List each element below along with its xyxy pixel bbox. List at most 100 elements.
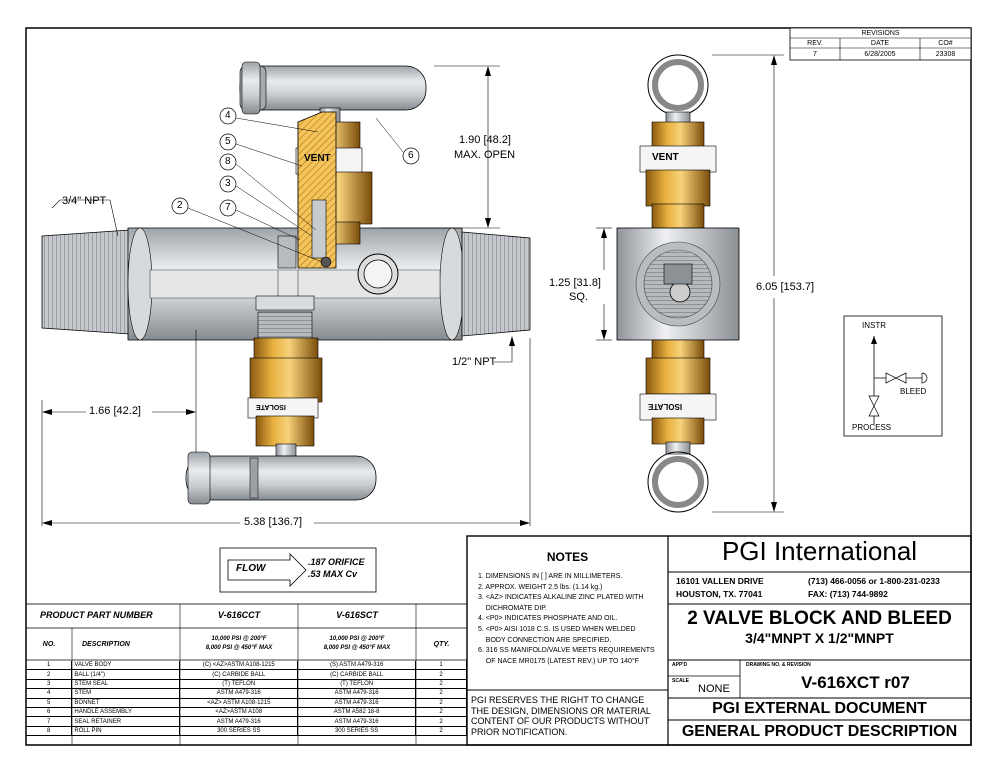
- doc-type: PGI EXTERNAL DOCUMENT: [712, 700, 927, 717]
- part-balloons: [171, 107, 420, 263]
- note-line: OF NACE MR0175 (LATEST REV.) UP TO 140°F: [478, 657, 640, 665]
- scale-value: NONE: [698, 683, 730, 695]
- rev-value-co: 23308: [935, 51, 956, 58]
- parts-cell-c1: 300 SERIES SS: [179, 726, 299, 736]
- dim-height-value: 6.05 [153.7]: [756, 281, 815, 293]
- npt-left-label: 3/4" NPT: [62, 195, 107, 207]
- flow-cv: .53 MAX Cv: [308, 569, 358, 579]
- dim-offset-value: 1.66 [42.2]: [89, 405, 141, 417]
- rating-2-line2: 8,000 PSI @ 450°F MAX: [323, 645, 391, 651]
- parts-cell-no: 1: [26, 661, 73, 670]
- parts-cell-c1: <AZ>ASTM A108: [179, 707, 299, 717]
- dim-open-value: 1.90 [48.2]: [459, 134, 511, 146]
- schematic-process: PROCESS: [852, 423, 892, 432]
- front-vent-label: VENT: [304, 153, 331, 164]
- rev-header-date: DATE: [870, 40, 890, 47]
- scale-label: SCALE: [672, 678, 689, 684]
- parts-cell-no: 7: [26, 716, 73, 727]
- parts-cell-desc: STEM: [71, 688, 181, 699]
- revisions-title: REVISIONS: [861, 30, 900, 37]
- parts-cell-no: 3: [26, 679, 73, 689]
- col-no-header: NO.: [42, 641, 56, 648]
- side-view: [596, 54, 784, 513]
- product-connections: 3/4"MNPT X 1/2"MNPT: [745, 630, 894, 646]
- note-line: DICHROMATE DIP.: [478, 604, 547, 612]
- parts-cell-c1: <AZ> ASTM A108-1215: [179, 698, 299, 708]
- front-view: [41, 61, 531, 526]
- rev-value-date: 6/28/2005: [864, 51, 896, 58]
- note-line: 5. <P0> AISI 1018 C.S. IS USED WHEN WELD…: [478, 625, 636, 633]
- rating-1-line1: 10,000 PSI @ 200°F: [211, 636, 267, 642]
- parts-cell-no: 8: [26, 726, 73, 736]
- parts-cell-qty: 2: [415, 726, 467, 736]
- title-block-frame: [466, 535, 972, 746]
- flow-label: FLOW: [236, 563, 266, 574]
- schematic-bleed: BLEED: [900, 387, 927, 396]
- parts-cell-c2: ASTM A479-316: [297, 688, 417, 699]
- parts-cell-qty: 2: [415, 698, 467, 708]
- parts-cell-qty: 2: [415, 679, 467, 689]
- side-isolate-label: ISOLATE: [648, 402, 683, 411]
- disclaimer-line: THE DESIGN, DIMENSIONS OR MATERIAL: [471, 705, 651, 716]
- parts-cell-desc: STEM SEAL: [71, 679, 181, 689]
- note-line: BODY CONNECTION ARE SPECIFIED.: [478, 636, 612, 644]
- product-title: 2 VALVE BLOCK AND BLEED: [687, 608, 952, 629]
- npt-right-label: 1/2" NPT: [452, 356, 497, 368]
- parts-cell-c1: (T) TEFLON: [179, 679, 299, 689]
- parts-cell-no: 2: [26, 669, 73, 680]
- parts-cell-qty: 2: [415, 669, 467, 680]
- parts-cell-c2: ASTM A479-316: [297, 716, 417, 727]
- parts-cell-c2: ASTM A582 18-8: [297, 707, 417, 717]
- balloon-7: 7: [225, 202, 231, 213]
- balloon-5: 5: [225, 136, 231, 147]
- note-line: 2. APPROX. WEIGHT 2.5 lbs. (1.14 kg.): [478, 583, 603, 591]
- parts-header-label: PRODUCT PART NUMBER: [40, 610, 153, 620]
- dim-square-note: SQ.: [569, 291, 588, 303]
- balloon-2: 2: [177, 200, 183, 211]
- parts-cell-desc: SEAL RETAINER: [71, 716, 181, 727]
- rev-value-rev: 7: [813, 51, 817, 58]
- schematic-box: [843, 315, 943, 437]
- note-line: 1. DIMENSIONS IN [ ] ARE IN MILLIMETERS.: [478, 573, 623, 580]
- notes-list: 1. DIMENSIONS IN [ ] ARE IN MILLIMETERS.…: [478, 572, 666, 667]
- parts-cell-desc: BONNET: [71, 698, 181, 708]
- revisions-table: [789, 27, 972, 61]
- drawing-number-label: DRAWING NO. & REVISION: [746, 662, 811, 668]
- balloon-6: 6: [408, 150, 414, 161]
- schematic-instr: INSTR: [862, 321, 886, 330]
- parts-cell-c2: 300 SERIES SS: [297, 726, 417, 736]
- parts-cell-no: 6: [26, 707, 73, 717]
- parts-cell-c1: ASTM A479-316: [179, 688, 299, 699]
- parts-cell-desc: VALVE BODY: [71, 661, 181, 670]
- rating-1-line2: 8,000 PSI @ 450°F MAX: [205, 645, 273, 651]
- parts-cell-desc: BALL (1/4"): [71, 669, 181, 680]
- balloon-4: 4: [225, 110, 231, 121]
- appd-label: APP'D: [672, 662, 688, 668]
- part-number-1: V-616CCT: [217, 610, 261, 620]
- balloon-8: 8: [225, 156, 231, 167]
- parts-cell-qty: 2: [415, 716, 467, 727]
- note-line: 6. 316 SS MANIFOLD/VALVE MEETS REQUIREME…: [478, 647, 655, 655]
- fax: FAX: (713) 744-9892: [808, 589, 888, 599]
- disclaimer-line: CONTENT OF OUR PRODUCTS WITHOUT: [471, 716, 650, 726]
- parts-cell-c1: (C) <AZ>ASTM A108-1215: [179, 661, 299, 670]
- flow-orifice: .187 ORIFICE: [308, 557, 365, 567]
- phone: (713) 466-0056 or 1-800-231-0233: [808, 576, 940, 586]
- parts-cell-c2: (C) CARBIDE BALL: [297, 669, 417, 680]
- company-name: PGI International: [721, 536, 918, 566]
- parts-cell-qty: 2: [415, 707, 467, 717]
- flow-box: [219, 547, 377, 593]
- rev-header-co: CO#: [938, 40, 953, 47]
- disclaimer-line: PGI RESERVES THE RIGHT TO CHANGE: [471, 695, 645, 705]
- dim-length-value: 5.38 [136.7]: [244, 516, 303, 528]
- col-qty-header: QTY.: [433, 641, 450, 648]
- parts-cell-no: 5: [26, 698, 73, 708]
- address-line-1: 16101 VALLEN DRIVE: [676, 576, 764, 586]
